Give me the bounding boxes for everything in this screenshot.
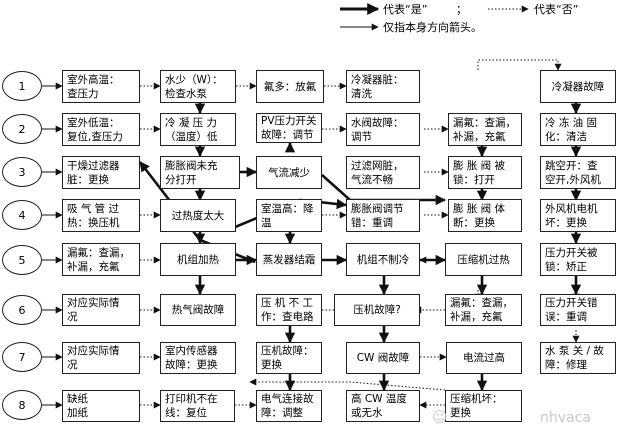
- node-water-pump-fault: 水 泵 关 / 故 障：修理: [540, 342, 616, 374]
- node-hot-gas-valve-fault: 热气阀故障: [160, 294, 236, 326]
- node-outdoor-fan-motor: 外风机电机 坏：更换: [540, 199, 616, 232]
- row-number-circle: 6: [2, 295, 42, 325]
- row-number-circle: 1: [2, 71, 42, 101]
- node-outdoor-high-temp: 室外高温： 查压力: [62, 70, 140, 103]
- node-compressor-broken: 压缩机坏： 更换: [445, 390, 522, 422]
- yes-arrows: [138, 103, 582, 392]
- node-suction-superheat: 吸 气 管 过 热：换压机: [62, 199, 140, 232]
- node-airflow-reduced: 气流减少: [256, 156, 322, 189]
- node-printer-offline: 打印机不在 线：复位: [160, 390, 235, 422]
- node-outdoor-low-temp: 室外低温： 复位,查压力: [62, 113, 140, 146]
- row-number-circle: 5: [2, 245, 42, 275]
- node-condenser-fault: 冷凝器故障: [540, 70, 616, 103]
- node-oil-solidified: 冷 冻 油 固 化：清洁: [540, 113, 616, 146]
- node-dirty-air-filter: 过滤网脏， 气流不畅: [346, 156, 420, 189]
- node-excess-refrigerant: 氟多：放氟: [256, 70, 324, 103]
- legend-semicolon: ；: [456, 3, 467, 16]
- node-pv-switch-fault: PV压力开关 故障：调节: [256, 113, 322, 143]
- node-breaker-tripped: 跳空开：查 空开,外风机: [540, 156, 616, 189]
- node-leak-check-6: 漏氟：查漏， 补漏，充氟: [445, 294, 522, 326]
- node-superheat-too-high: 过热度太大: [160, 199, 236, 232]
- row-number-circle: 4: [2, 200, 42, 230]
- node-actual-situation-6: 对应实际情 况: [62, 294, 140, 326]
- watermark-wechat-icon: ☺: [432, 408, 448, 426]
- node-compressor-not-working: 压 机 不 工 作：查电路: [256, 294, 322, 326]
- node-unit-heating: 机组加热: [160, 243, 236, 276]
- node-expansion-valve-locked: 膨 胀 阀 被 锁：打开: [448, 156, 522, 189]
- node-water-valve-fault: 水阀故障： 调节: [346, 113, 420, 146]
- node-leak-check-5: 漏氟：查漏， 补漏，充氟: [62, 243, 140, 276]
- legend-yes-label: 代表“是”: [383, 3, 428, 16]
- node-no-cooling: 机组不制冷: [346, 243, 420, 276]
- node-low-condensing-pressure: 冷 凝 压 力 （温度）低: [160, 113, 236, 146]
- node-electrical-connection-fault: 电气连接故 障：调整: [256, 390, 322, 422]
- legend-no-label: 代表“否”: [534, 3, 579, 16]
- node-indoor-sensor-fault: 室内传感器 故障：更换: [160, 342, 236, 374]
- node-expansion-valve-not-open: 膨胀阀未充 分打开: [160, 156, 240, 189]
- node-room-temp-high: 室温高：降 温: [256, 199, 322, 232]
- node-expansion-valve-broken: 膨 胀 阀 体 断：更换: [448, 199, 522, 232]
- node-compressor-fault-replace: 压机故障： 更换: [256, 342, 322, 374]
- row-number-circle: 2: [2, 114, 42, 144]
- node-out-of-paper: 缺纸 加纸: [62, 390, 140, 422]
- node-compressor-overheat: 压缩机过热: [445, 243, 522, 276]
- node-actual-situation-7: 对应实际情 况: [62, 342, 140, 374]
- node-evaporator-frost: 蒸发器结霜: [256, 243, 322, 276]
- node-current-too-high: 电流过高: [446, 342, 522, 374]
- node-pressure-switch-error: 压力开关错 误：重调: [540, 294, 616, 326]
- legend-direction-label: 仅指本身方向箭头。: [383, 21, 482, 34]
- row-number-links: [42, 82, 63, 409]
- node-pressure-switch-locked: 压力开关被 锁：矫正: [540, 243, 616, 276]
- row-number-circle: 3: [2, 157, 42, 187]
- node-expansion-valve-misadjusted: 膨胀阀调节 错：重调: [346, 199, 420, 232]
- node-leak-check-2: 漏氟：查漏， 补漏，充氟: [448, 113, 522, 146]
- node-dirty-filter-drier: 干燥过滤器 脏：更换: [62, 156, 140, 189]
- row-number-circle: 7: [2, 342, 42, 372]
- node-low-water: 水少（W）： 检查水泵: [160, 70, 236, 103]
- node-high-cw-temp: 高 CW 温度 或无水: [346, 390, 420, 422]
- node-compressor-fault-question: 压机故障?: [334, 294, 420, 326]
- node-dirty-condenser: 冷凝器脏： 清洗: [346, 70, 420, 103]
- row-number-circle: 8: [2, 390, 42, 420]
- node-cw-valve-fault: CW 阀故障: [346, 342, 420, 374]
- watermark-text: nhvaca: [540, 410, 591, 426]
